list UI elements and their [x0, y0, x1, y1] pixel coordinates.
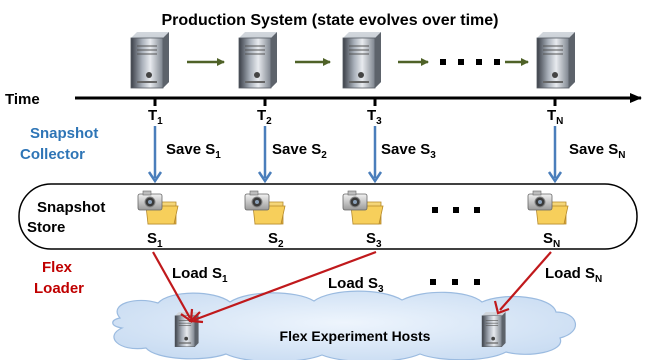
- snapshot-label: S3: [366, 230, 382, 250]
- snapshot-store-label: Store: [27, 219, 65, 236]
- server-icon: [536, 31, 576, 89]
- timepoint-label: T2: [257, 107, 272, 127]
- timepoint-label: TN: [547, 107, 563, 127]
- save-label: Save SN: [569, 141, 625, 161]
- save-label: Save S1: [166, 141, 221, 161]
- snapshot-collector-label: Collector: [20, 146, 85, 163]
- timepoint-label: T3: [367, 107, 382, 127]
- save-arrows: [147, 126, 563, 184]
- timepoint-label: T1: [148, 107, 163, 127]
- load-label: Load SN: [545, 265, 602, 285]
- snapshot-collector-label: Snapshot: [30, 125, 98, 142]
- load-label: Load S1: [172, 265, 228, 285]
- snapshot-label: SN: [543, 230, 560, 250]
- time-ticks: [153, 98, 557, 106]
- server-icon: [342, 31, 382, 89]
- cloud-icon: [112, 290, 577, 360]
- flex-loader-label: Flex: [42, 259, 73, 276]
- flex-loader-label: Loader: [34, 280, 84, 297]
- hosts-label: Flex Experiment Hosts: [280, 328, 431, 344]
- server-icon: [238, 31, 278, 89]
- load-label: Load S3: [328, 275, 384, 295]
- ellipsis-dots: [430, 279, 480, 285]
- time-label: Time: [5, 91, 40, 108]
- server-icon: [130, 31, 170, 89]
- server-icon: [481, 311, 506, 348]
- save-label: Save S3: [381, 141, 436, 161]
- snapshot-store-box: [18, 183, 638, 250]
- load-arrows: [152, 250, 552, 324]
- ellipsis-dots: [432, 207, 480, 213]
- ellipsis-dots: [440, 59, 500, 65]
- snapshot-label: S2: [268, 230, 284, 250]
- snapshot-store-label: Snapshot: [37, 199, 105, 216]
- save-label: Save S2: [272, 141, 327, 161]
- snapshot-label: S1: [147, 230, 163, 250]
- diagram-title: Production System (state evolves over ti…: [162, 12, 499, 29]
